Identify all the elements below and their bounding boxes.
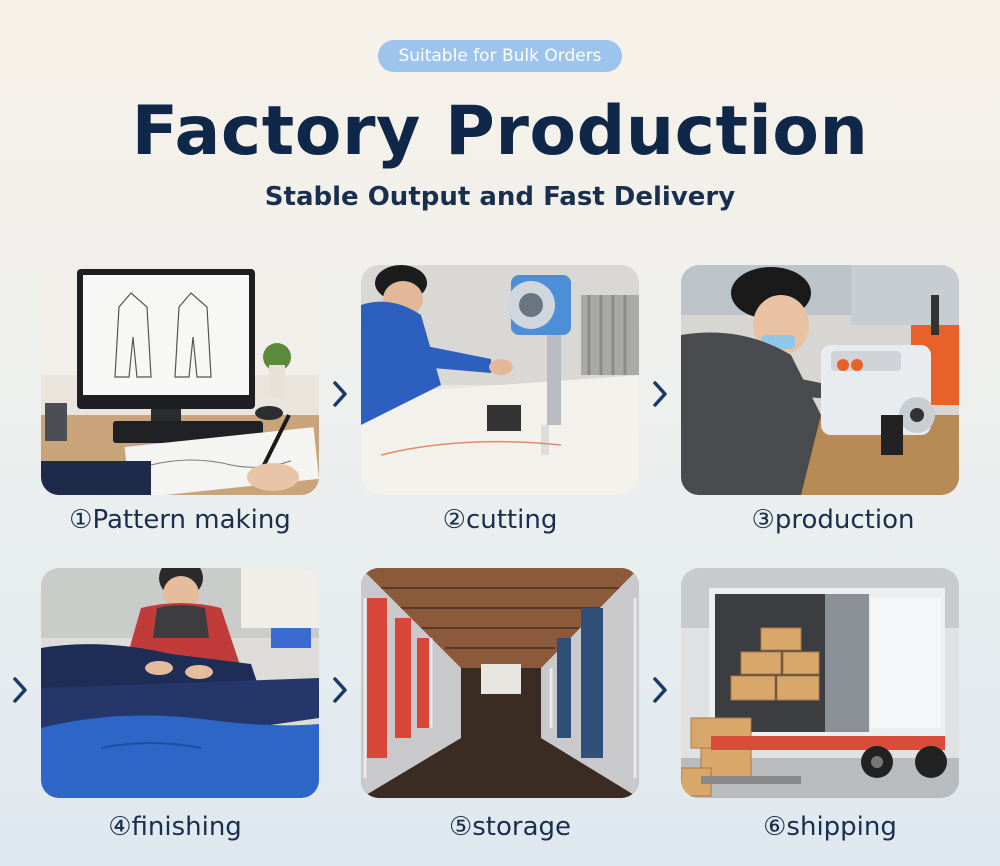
storage-photo (361, 568, 639, 798)
cutting-photo (361, 265, 639, 495)
pattern-making-photo (41, 265, 319, 495)
step-caption-storage: ⑤storage (448, 812, 572, 842)
step-caption-pattern-making: ①Pattern making (69, 505, 291, 535)
step-caption-cutting: ②cutting (442, 505, 558, 535)
page-title: Factory Production (131, 92, 869, 171)
chevron-right-icon (331, 379, 349, 409)
shipping-photo (681, 568, 959, 798)
chevron-right-icon (651, 379, 669, 409)
finishing-photo (41, 568, 319, 798)
production-photo (681, 265, 959, 495)
chevron-right-icon (331, 675, 349, 705)
page-subtitle: Stable Output and Fast Delivery (264, 182, 736, 212)
chevron-right-icon (651, 675, 669, 705)
step-caption-production: ③production (751, 505, 915, 535)
step-caption-shipping: ⑥shipping (763, 812, 897, 842)
step-caption-finishing: ④finishing (108, 812, 242, 842)
bulk-orders-badge: Suitable for Bulk Orders (378, 40, 622, 72)
chevron-right-icon (11, 675, 29, 705)
